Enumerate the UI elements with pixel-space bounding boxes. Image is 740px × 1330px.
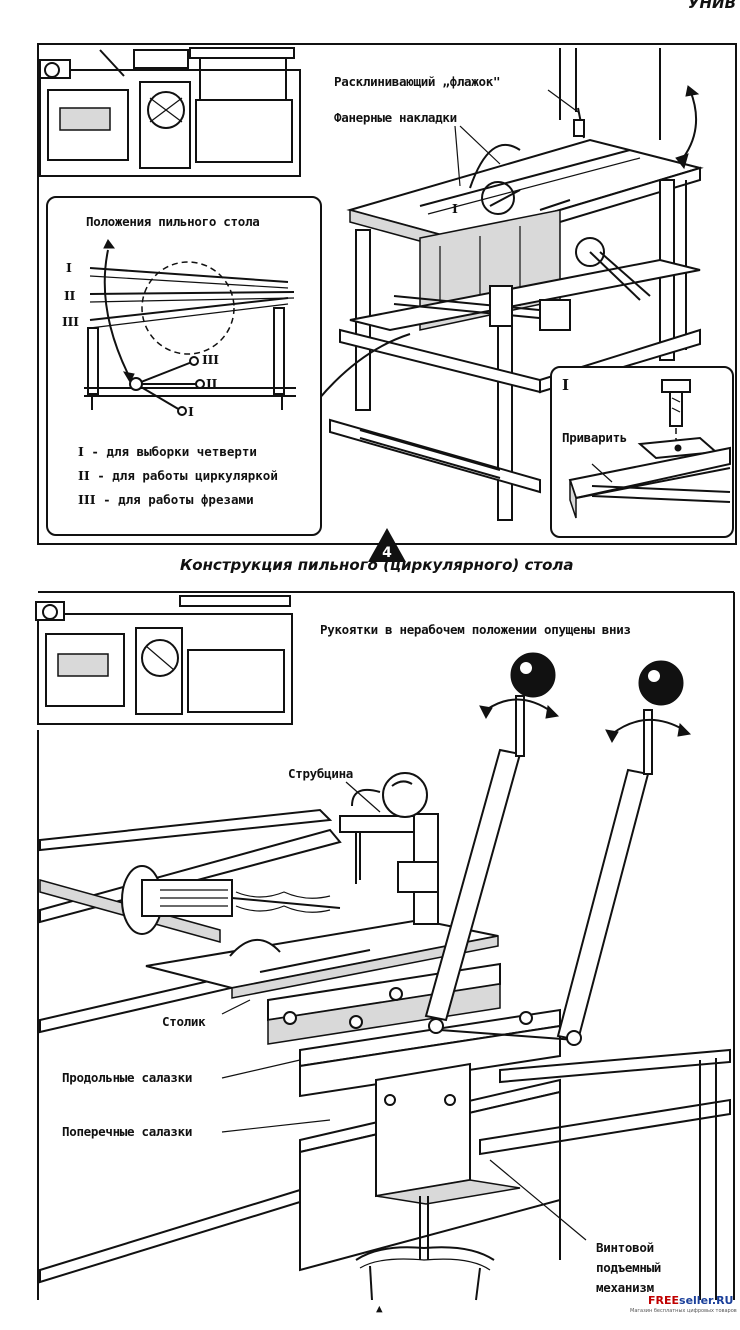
label-longitudinal-slide: Продольные салазки	[62, 1070, 193, 1085]
label-screw-line-2: подъемный	[596, 1260, 662, 1275]
inset-positions-title: Положения пильного стола	[86, 214, 260, 229]
lever-mark-2: II	[206, 376, 218, 391]
machine-thumbnail-top	[39, 47, 301, 177]
watermark-brand-red: FREE	[648, 1294, 680, 1307]
running-title: УНИВ	[687, 0, 736, 12]
legend-item-1: I - для выборки четверти	[78, 444, 257, 459]
label-cross-slide: Поперечные салазки	[62, 1124, 193, 1139]
label-roman-one-table: I	[452, 201, 458, 216]
watermark-tagline: Магазин бесплатных цифровых товаров	[630, 1308, 737, 1314]
figure-5-drawing	[35, 591, 735, 1301]
inset-table-positions: Положения пильного стола I II III III II…	[46, 196, 322, 536]
legend-item-3: III - для работы фрезами	[78, 492, 254, 507]
label-handles-note: Рукоятки в нерабочем положении опущены в…	[320, 622, 631, 637]
inset-positions-drawing	[84, 239, 296, 416]
figure-4-caption: Конструкция пильного (циркулярного) стол…	[180, 556, 574, 574]
label-screw-line-1: Винтовой	[596, 1240, 654, 1255]
level-mark-3: III	[62, 314, 79, 329]
label-screw-line-3: механизм	[596, 1280, 654, 1295]
saw-table-body	[317, 48, 704, 521]
figure-number-badge: 4	[368, 528, 406, 562]
legend-item-2: II - для работы циркуляркой	[78, 468, 278, 483]
label-weld: Приварить	[562, 430, 628, 445]
level-mark-2: II	[64, 288, 76, 303]
weld-inset-mark: I	[562, 376, 569, 394]
label-table: Столик	[162, 1014, 206, 1029]
inset-weld-detail: I Приварить	[550, 366, 734, 538]
weld-detail-drawing	[568, 379, 731, 519]
watermark-brand-tail: .RU	[711, 1294, 734, 1307]
lever-mark-3: III	[202, 352, 219, 367]
machine-thumbnail-bottom	[35, 595, 293, 725]
svg-text:4: 4	[382, 545, 392, 561]
label-plywood-pads: Фанерные накладки	[334, 110, 457, 125]
level-mark-1: I	[66, 260, 72, 275]
lever-mark-1: I	[188, 404, 194, 419]
figure-5-drilling-attachment: Рукоятки в нерабочем положении опущены в…	[0, 580, 740, 1330]
watermark-brand-blue: seller	[679, 1294, 712, 1307]
watermark-logo: FREEseller.RU	[648, 1294, 733, 1307]
label-clamp: Струбцина	[288, 766, 354, 781]
figure-4-saw-table: Расклинивающий „флажок" Фанерные накладк…	[0, 0, 740, 580]
label-riving-knife: Расклинивающий „флажок"	[334, 74, 501, 89]
figure-4-drawing	[37, 43, 737, 545]
bottom-mark: ▲	[376, 1302, 383, 1315]
